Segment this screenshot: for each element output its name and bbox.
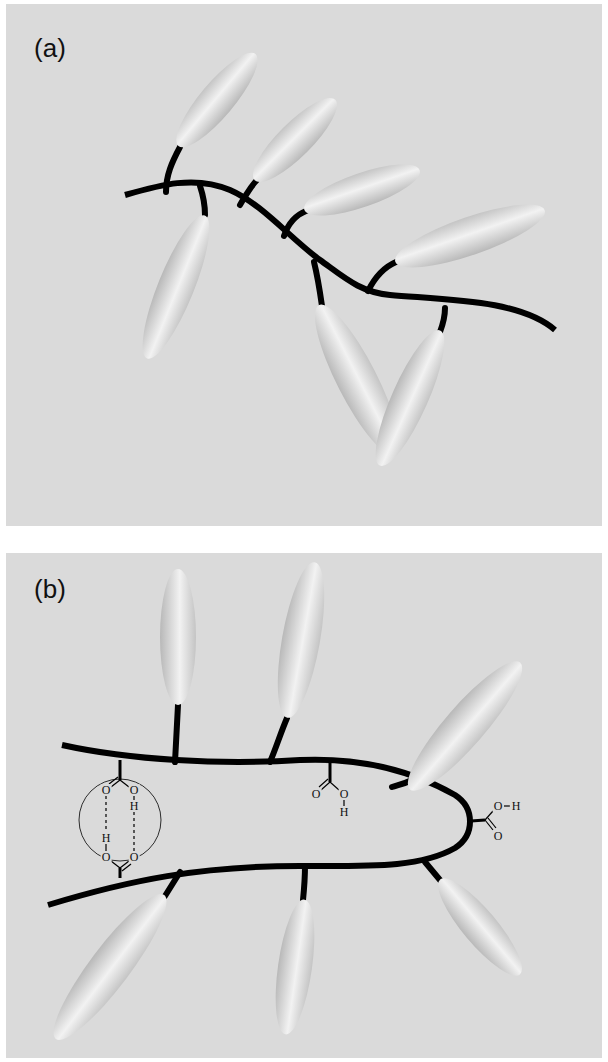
mesogens: [40, 559, 535, 1051]
atom-label: O: [493, 800, 504, 812]
atom-label: O: [129, 851, 140, 863]
atom-label: O: [129, 784, 140, 796]
atom-label: O: [101, 784, 112, 796]
panel-label: (b): [34, 576, 66, 602]
mesogens: [130, 43, 550, 473]
atom-label: O: [339, 788, 350, 800]
polymer-backbone: [48, 745, 470, 905]
panel-ground: [6, 553, 602, 1058]
atom-label: O: [101, 851, 112, 863]
atom-label: H: [339, 806, 350, 818]
atom-label: H: [101, 832, 112, 844]
panel-label: (a): [34, 35, 66, 61]
atom-label: O: [493, 830, 504, 842]
atom-label: H: [511, 800, 522, 812]
atom-label: H: [129, 800, 140, 812]
chemical-bonds: [79, 760, 510, 878]
atom-label: O: [311, 788, 322, 800]
panel-ground: [6, 4, 602, 526]
